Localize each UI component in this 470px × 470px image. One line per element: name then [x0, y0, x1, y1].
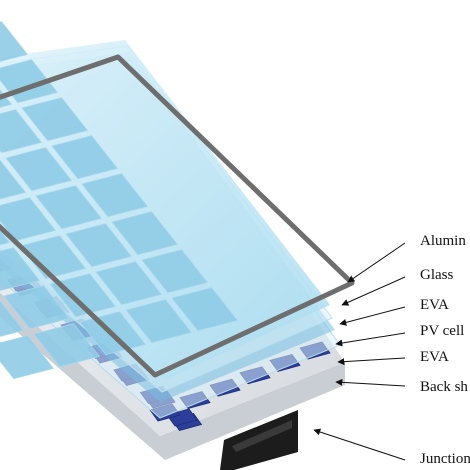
- pv-cell: [0, 21, 29, 62]
- pv-cell: [51, 135, 119, 180]
- pv-cell: [0, 335, 55, 380]
- pv-cell: [81, 173, 149, 218]
- leader-arrows: [313, 242, 406, 461]
- pv-cell: [0, 109, 43, 154]
- pv-cell: [33, 323, 101, 368]
- arrow-glass: [341, 276, 406, 306]
- pv-cell: [0, 300, 25, 337]
- pv-cell: [21, 97, 89, 142]
- junction-box: [220, 410, 298, 470]
- pv-cell: [125, 299, 193, 344]
- pv-cell: [111, 211, 179, 256]
- arrow-back-sheet: [335, 378, 406, 387]
- pv-cell: [35, 185, 103, 230]
- pv-cell: [95, 261, 163, 306]
- pv-cell: [0, 229, 11, 246]
- pv-cell: [0, 197, 57, 242]
- pv-cell-grid: [0, 21, 239, 380]
- aluminium-frame: [0, 54, 355, 378]
- pv-cell: [49, 273, 117, 318]
- arrow-pv-cell: [335, 332, 406, 347]
- label-junction-box: Junction: [420, 451, 470, 467]
- arrow-eva-bottom: [337, 357, 406, 366]
- pv-cell: [0, 159, 27, 200]
- pv-cell: [65, 223, 133, 268]
- pv-cell: [5, 147, 73, 192]
- label-back-sheet: Back sh: [420, 379, 468, 395]
- label-glass: Glass: [420, 267, 454, 283]
- pv-cell: [171, 287, 239, 332]
- arrow-eva-top: [339, 306, 406, 326]
- pv-cell: [141, 249, 209, 294]
- glass-layer: [0, 21, 330, 380]
- arrow-aluminium: [347, 242, 406, 283]
- label-eva-bottom: EVA: [420, 349, 449, 365]
- arrow-junction-box: [313, 428, 406, 461]
- label-aluminium-frame: Alumin: [420, 233, 466, 249]
- pv-cell: [0, 247, 41, 292]
- pv-cell: [3, 285, 71, 330]
- label-pv-cell: PV cell: [420, 323, 465, 339]
- pv-cell: [19, 235, 87, 280]
- label-eva-top: EVA: [420, 297, 449, 313]
